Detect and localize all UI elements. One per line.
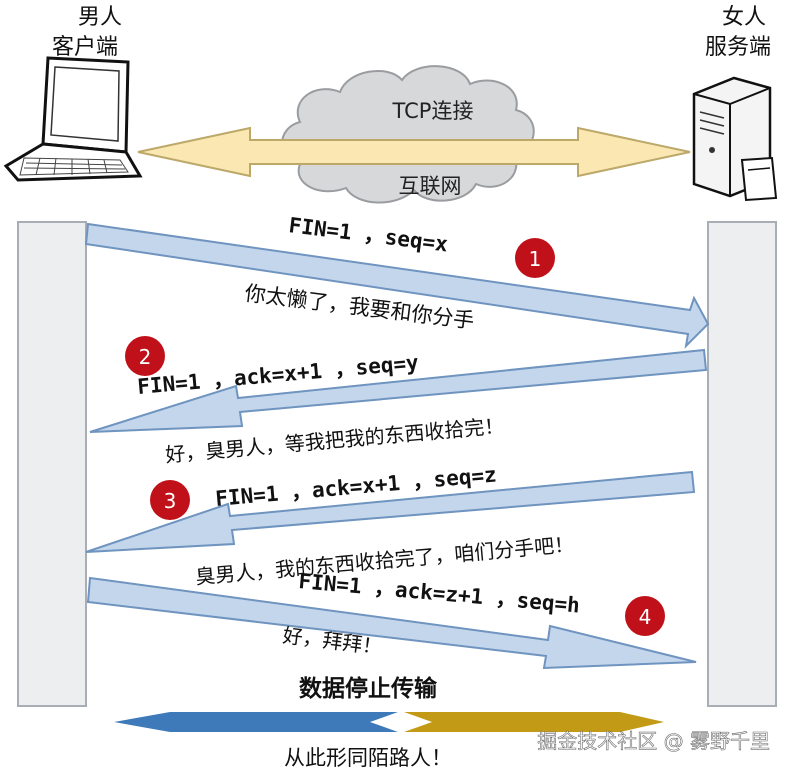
tcp-connection-label: TCP连接: [392, 99, 474, 123]
step-1-packet: FIN=1 ，seq=x: [287, 213, 449, 256]
tcp-connection-arrow: [137, 126, 691, 178]
ending-label: 从此形同陌路人！: [284, 746, 452, 770]
svg-text:4: 4: [639, 605, 652, 629]
internet-label: 互联网: [399, 174, 462, 198]
laptop-icon: [3, 56, 143, 182]
client-label-line2: 客户端: [52, 35, 118, 60]
client-label-line1: 男人: [78, 5, 122, 30]
step-3-badge: 3: [150, 480, 190, 520]
svg-text:2: 2: [139, 345, 152, 369]
step-2-arrow: [89, 348, 708, 433]
server-lifeline: [707, 221, 777, 707]
step-2-badge: 2: [125, 336, 165, 376]
svg-text:1: 1: [529, 247, 542, 271]
step-4-badge: 4: [625, 596, 665, 636]
step-1-badge: 1: [515, 238, 555, 278]
step-4-arrow: [86, 576, 697, 670]
server-direction-band: [404, 712, 664, 732]
stop-transfer-label: 数据停止传输: [299, 675, 438, 702]
step-4-packet: FIN=1 ，ack=z+1 ，seq=h: [298, 569, 581, 618]
step-1-arrow: [84, 222, 710, 349]
svg-text:3: 3: [164, 489, 177, 513]
server-label-line1: 女人: [722, 5, 766, 30]
step-3-arrow: [85, 470, 696, 553]
client-lifeline: [17, 221, 87, 707]
server-label-line2: 服务端: [705, 35, 771, 60]
client-direction-band: [114, 712, 398, 732]
server-icon: [692, 76, 778, 202]
watermark: 掘金技术社区 @ 雾野千里: [537, 729, 770, 753]
